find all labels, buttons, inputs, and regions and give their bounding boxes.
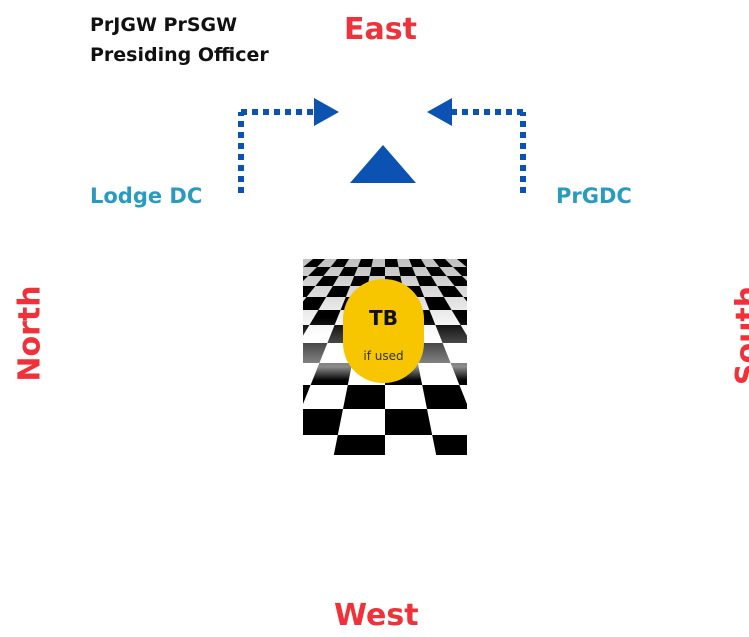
officers-line-2: Presiding Officer bbox=[90, 44, 269, 66]
dotted-arrow-right-icon bbox=[238, 98, 339, 193]
officers-label: PrJGW PrSGW Presiding Officer bbox=[90, 10, 269, 70]
tb-sublabel: if used bbox=[363, 349, 404, 363]
checkered-floor-icon bbox=[303, 259, 467, 455]
officers-line-1: PrJGW PrSGW bbox=[90, 14, 238, 36]
compass-west: West bbox=[334, 598, 419, 633]
role-lodge-dc: Lodge DC bbox=[90, 184, 203, 208]
compass-east: East bbox=[344, 12, 417, 47]
tb-label: TB bbox=[369, 306, 398, 330]
role-prgdc: PrGDC bbox=[556, 184, 632, 208]
triangle-up-icon bbox=[350, 145, 416, 183]
tb-marker: TB if used bbox=[343, 279, 424, 383]
dotted-arrow-left-icon bbox=[427, 98, 526, 193]
